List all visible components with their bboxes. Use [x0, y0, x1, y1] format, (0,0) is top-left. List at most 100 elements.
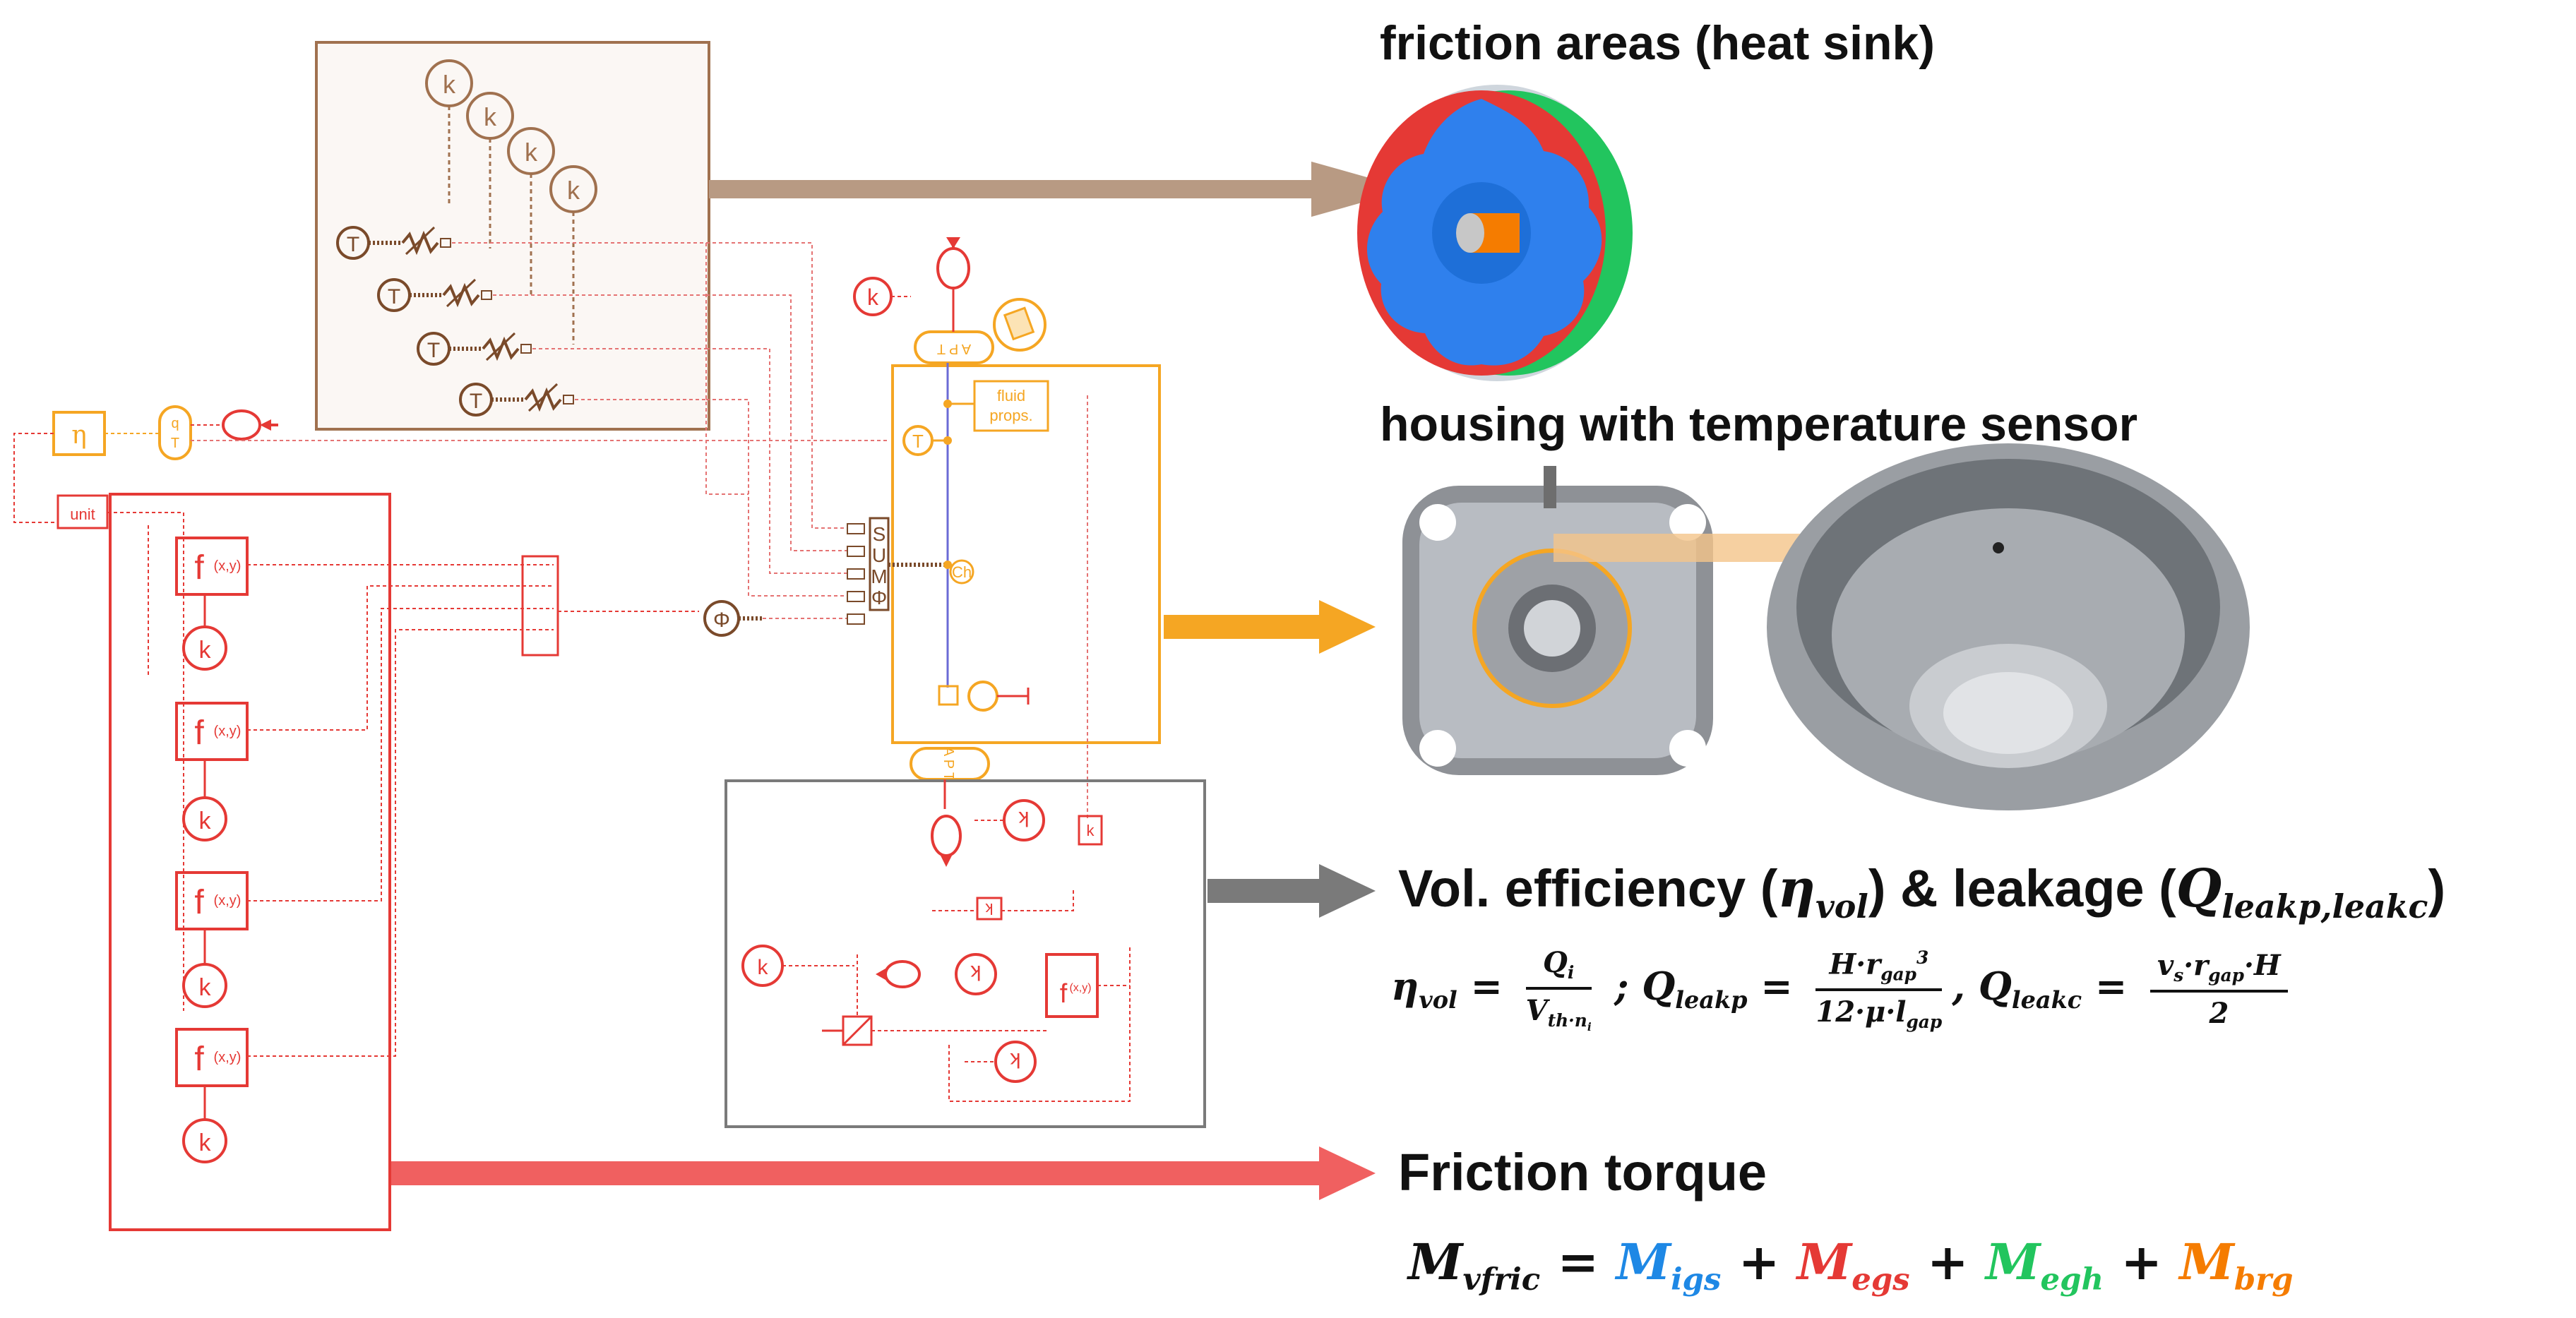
m-brg-term: Mbrg [2179, 1233, 2294, 1298]
comma: , [1952, 964, 1966, 1010]
vol-mid: ) & leakage ( [1868, 859, 2176, 918]
k-constant-brown-2: k [466, 92, 514, 248]
T-label: T [427, 339, 440, 362]
arrow-head-torque [1319, 1146, 1376, 1200]
qT-bot: T [171, 436, 179, 451]
T-label: T [388, 285, 400, 308]
friction-torque-group: unit f (x,y) k f (x,y) k f [56, 493, 554, 1231]
eta-vol-symbol: ηvol [1391, 964, 1457, 1014]
svg-text:k: k [1018, 807, 1030, 830]
leakage-group: k k k k k f (x,y) k [724, 779, 1206, 1128]
svg-text:(x,y): (x,y) [214, 893, 242, 909]
svg-text:M: M [871, 565, 887, 587]
thermal-mass-frame [315, 41, 710, 431]
leakage-frame [724, 779, 1206, 1128]
svg-text:S: S [873, 523, 886, 545]
housing-heading: housing with temperature sensor [1380, 397, 2138, 451]
k-constant-leak-1 [1003, 799, 1045, 841]
gear-illustration [1357, 85, 1633, 381]
friction-torque-heading: Friction torque [1398, 1143, 1767, 1202]
k-label: k [484, 102, 497, 131]
q-leakp-symbol: Qleakp [1642, 964, 1748, 1014]
svg-text:k: k [867, 284, 879, 310]
friction-frame [109, 493, 391, 1231]
svg-text:k: k [199, 974, 212, 1001]
eq-sign: = [1470, 964, 1503, 1010]
svg-text:(x,y): (x,y) [1069, 982, 1091, 994]
pump-block-group: A P T k fluid props. T S U M Φ [847, 237, 1161, 819]
vol-eta: ηvol [1777, 858, 1868, 925]
eq-sign: = [2094, 964, 2128, 1010]
friction-torque-equation: Mvfric = Migs + Megs + Megh + Mbrg [1408, 1233, 2293, 1298]
svg-text:U: U [872, 544, 886, 566]
arrow-head-housing [1319, 600, 1376, 654]
connector-arrows [390, 161, 1409, 1200]
svg-text:(x,y): (x,y) [214, 558, 242, 574]
flow-source [222, 409, 261, 441]
temp-sensor-row-3: T [417, 332, 706, 366]
friction-fxy-3: f (x,y) k [175, 608, 554, 1008]
eq-sign: = [1557, 1233, 1599, 1291]
arrow-to-friction-areas [709, 161, 1409, 217]
temp-sensor-row-2: T [377, 278, 706, 312]
pump-motor [967, 681, 998, 712]
k-constant-brown-1: k [425, 59, 473, 205]
svg-text:k: k [199, 1130, 212, 1156]
qT-top: q [171, 416, 179, 431]
m-egh-term: Megh [1986, 1233, 2104, 1298]
signal-bundle [705, 242, 847, 597]
k-constant-brown-4: k [549, 165, 597, 345]
leakage-equations: ηvol = Qi Vth·ni ; Qleakp = H·rgap3 12·μ… [1391, 946, 2298, 1034]
unit-label: unit [70, 505, 95, 523]
fluid-source-chain: η q T [13, 405, 890, 523]
svg-text:Ch: Ch [952, 563, 972, 581]
k-label: k [525, 138, 538, 167]
housing-photo-left [1402, 466, 1713, 775]
svg-text:fluid: fluid [997, 387, 1025, 405]
svg-text:(x,y): (x,y) [214, 1050, 242, 1065]
svg-text:f: f [194, 1041, 204, 1078]
plus-sign: + [1738, 1233, 1780, 1291]
friction-fxy-4: f (x,y) k [175, 629, 554, 1163]
svg-text:Φ: Φ [871, 587, 887, 609]
k-constant-leak-3 [955, 953, 997, 995]
svg-text:k: k [970, 961, 982, 984]
q-leakc-symbol: Qleakc [1978, 964, 2082, 1014]
svg-text:f: f [194, 549, 204, 587]
k-constant-brown-3: k [507, 127, 555, 296]
q-leakp-fraction: H·rgap3 12·μ·lgap [1815, 947, 1943, 1033]
chamber-block [949, 559, 974, 585]
svg-text:(x,y): (x,y) [214, 724, 242, 739]
vol-efficiency-heading: Vol. efficiency (ηvol) & leakage (Qleakp… [1398, 858, 2445, 925]
temp-sensor-row-1: T [336, 226, 706, 260]
eta-vol-fraction: Qi Vth·ni [1525, 946, 1592, 1034]
T-label: T [347, 233, 359, 256]
svg-text:k: k [1087, 822, 1095, 839]
svg-text:T: T [912, 431, 924, 452]
m-igs-term: Migs [1616, 1233, 1722, 1298]
svg-text:props.: props. [989, 407, 1032, 424]
eq-sign: = [1760, 964, 1793, 1010]
plus-sign: + [2121, 1233, 2163, 1291]
q-leakc-fraction: vs·rgap·H 2 [2150, 949, 2288, 1030]
plus-sign: + [1926, 1233, 1969, 1291]
svg-text:Φ: Φ [713, 609, 730, 632]
svg-text:k: k [758, 956, 769, 979]
vol-q: Qleakp,leakc [2176, 858, 2428, 925]
T-label: T [470, 390, 482, 413]
thermal-mass-group: k k k k T T [315, 41, 710, 431]
svg-text:k: k [199, 637, 212, 664]
m-vfric-symbol: Mvfric [1408, 1233, 1541, 1298]
svg-text:A P T: A P T [937, 341, 971, 357]
m-egs-term: Megs [1796, 1233, 1910, 1298]
svg-text:A P T: A P T [941, 747, 956, 781]
friction-fxy-2: f (x,y) k [175, 585, 554, 841]
separator: ; [1614, 964, 1629, 1010]
k-label: k [443, 70, 456, 99]
svg-text:f: f [1060, 979, 1068, 1009]
friction-areas-heading: friction areas (heat sink) [1380, 16, 1936, 70]
vol-suffix: ) [2428, 859, 2446, 918]
housing-photo-right [1767, 443, 2250, 810]
friction-fxy-1: f (x,y) k [148, 525, 554, 678]
